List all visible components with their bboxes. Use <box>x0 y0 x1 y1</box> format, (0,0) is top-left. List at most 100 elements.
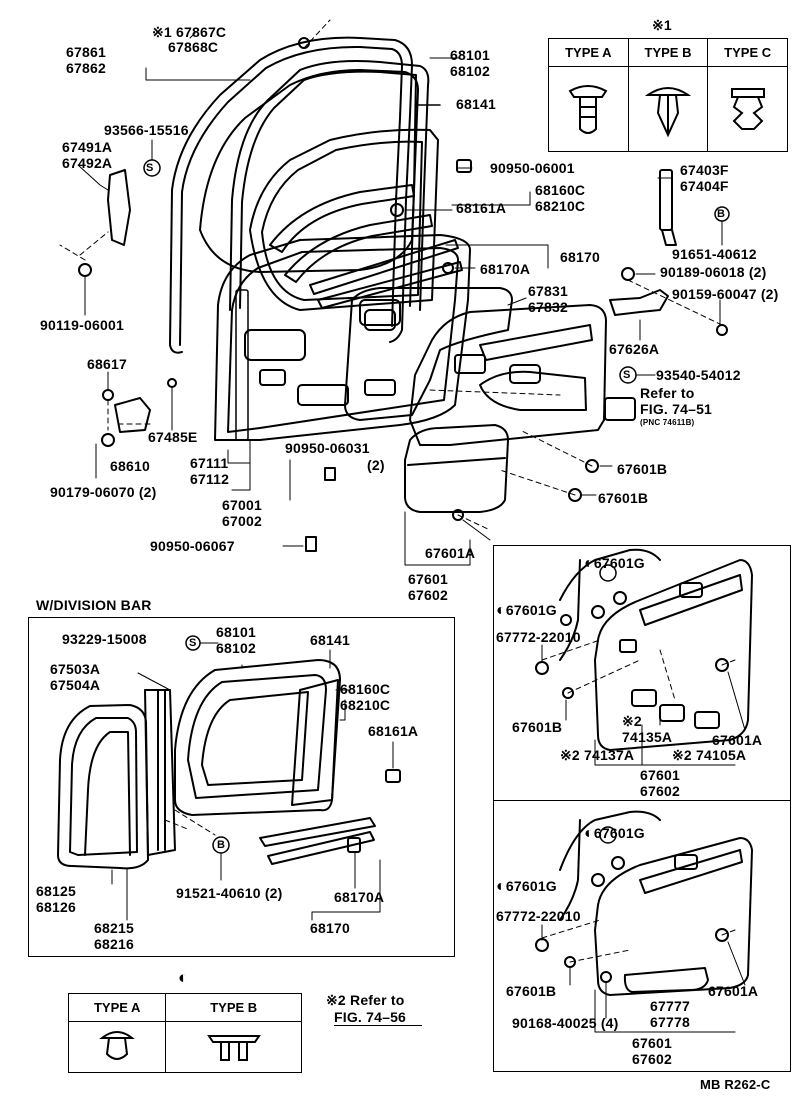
label-68610: 68610 <box>110 458 150 474</box>
label-90179: 90179-06070 (2) <box>50 484 157 500</box>
label-in1-67601g-b: ◐67601G <box>496 602 557 619</box>
label-div-68102: 68102 <box>216 640 256 656</box>
label-67492a: 67492A <box>62 155 113 171</box>
bolt-b-symbol: B <box>717 208 726 220</box>
inset-panel-2 <box>493 800 791 1072</box>
type-c-header: TYPE C <box>707 38 788 67</box>
label-68210c: 68210C <box>535 198 586 214</box>
label-68170a: 68170A <box>480 261 531 277</box>
inset2-drawing <box>535 810 753 1033</box>
division-bar-drawing <box>57 635 401 921</box>
label-90950-06001: 90950-06001 <box>490 160 575 176</box>
note-mark-1: ※1 <box>652 17 672 33</box>
label-67404f: 67404F <box>680 178 729 194</box>
label-67001: 67001 <box>222 497 262 513</box>
bottom-type-b-header: TYPE B <box>165 993 302 1022</box>
label-68101: 68101 <box>450 47 490 63</box>
type-c-clip-icon <box>707 66 788 152</box>
label-68216: 68216 <box>94 936 134 952</box>
label-68141: 68141 <box>456 96 496 112</box>
glass-run <box>229 60 430 311</box>
label-refer-7451: Refer to <box>640 385 695 401</box>
label-90950-06067: 90950-06067 <box>150 538 235 554</box>
label-div-68170a: 68170A <box>334 889 385 905</box>
label-div-68210c: 68210C <box>340 697 391 713</box>
label-67601a: 67601A <box>425 545 476 561</box>
label-90950-06031-qty: (2) <box>367 457 385 473</box>
clip-type-table-bottom: TYPE A TYPE B <box>67 993 302 1073</box>
label-90189: 90189-06018 (2) <box>660 264 767 280</box>
label-in2-67601: 67601 <box>632 1035 672 1051</box>
type-a-clip-icon <box>548 66 629 152</box>
weatherstrip-outer <box>169 36 413 346</box>
handle-bracket <box>609 289 669 316</box>
label-90119: 90119-06001 <box>40 317 124 333</box>
label-in1-67601: 67601 <box>640 767 680 783</box>
label-67601b-upper: 67601B <box>617 461 668 477</box>
door-trim-panel <box>409 304 607 446</box>
window-switch <box>604 397 636 421</box>
label-90950-06031: 90950-06031 <box>285 440 370 456</box>
label-div-68141: 68141 <box>310 632 350 648</box>
inset-panel-1 <box>493 545 791 801</box>
label-68170: 68170 <box>560 249 600 265</box>
type-a-header: TYPE A <box>548 38 629 67</box>
division-bar-title: W/DIVISION BAR <box>36 597 152 613</box>
label-67862: 67862 <box>66 60 106 76</box>
screw-s-symbol: S <box>146 162 154 174</box>
dashed-assembly-lines <box>59 19 723 531</box>
type-b-header: TYPE B <box>627 38 709 67</box>
label-in1-67772: 67772-22010 <box>496 629 581 645</box>
label-in2-67778: 67778 <box>650 1014 690 1030</box>
label-68102: 68102 <box>450 63 490 79</box>
label-pnc-74611b: (PNC 74611B) <box>640 418 695 427</box>
bottom-type-a-header: TYPE A <box>67 993 167 1022</box>
label-div-68170: 68170 <box>310 920 350 936</box>
label-67832: 67832 <box>528 299 568 315</box>
label-in2-67601b: 67601B <box>506 983 557 999</box>
label-67112: 67112 <box>190 471 230 487</box>
label-in2-67601g-b: ◐67601G <box>496 878 557 895</box>
type-b-clip-icon <box>627 66 709 152</box>
hinge <box>114 397 151 433</box>
label-93540: 93540-54012 <box>656 367 741 383</box>
label-68126: 68126 <box>36 899 76 915</box>
door-stay <box>659 169 673 231</box>
label-in2-67601a: 67601A <box>708 983 759 999</box>
bottom-type-b-clip-icon <box>165 1021 302 1073</box>
label-68161a: 68161A <box>456 200 507 216</box>
screw-s-symbol-2: S <box>623 369 631 381</box>
label-90159: 90159-60047 (2) <box>672 286 779 302</box>
label-in1-74105a: ※2 74105A <box>672 747 747 763</box>
label-67403f: 67403F <box>680 162 729 178</box>
leader-lines <box>77 32 723 566</box>
clip-type-table-top: TYPE A TYPE B TYPE C <box>548 38 788 152</box>
label-in1-74135a: 74135A <box>622 729 673 745</box>
bottom-type-a-clip-icon <box>67 1021 167 1073</box>
label-in2-67602: 67602 <box>632 1051 672 1067</box>
label-67867c: ※1 67867C <box>152 24 227 40</box>
service-cover <box>344 287 513 421</box>
inset1-drawing <box>535 548 753 766</box>
label-div-68161a: 68161A <box>368 723 419 739</box>
label-in2-90168: 90168-40025 (4) <box>512 1015 619 1031</box>
label-93566: 93566-15516 <box>104 122 189 138</box>
drawing-code: MB R262-C <box>700 1077 771 1092</box>
screw-s-symbol-3: S <box>189 637 197 649</box>
label-67868c: 67868C <box>168 39 219 55</box>
label-93229: 93229-15008 <box>62 631 147 647</box>
glass-run-lower <box>249 128 439 311</box>
label-div-68101: 68101 <box>216 624 256 640</box>
label-68160c: 68160C <box>535 182 586 198</box>
label-in1-67601a: 67601A <box>712 732 763 748</box>
label-67831: 67831 <box>528 283 568 299</box>
label-in2-67772: 67772-22010 <box>496 908 581 924</box>
label-fig-7451: FIG. 74–51 <box>640 401 713 417</box>
label-in1-67601g-a: ◐67601G <box>584 555 645 572</box>
belt-molding <box>309 239 459 295</box>
label-67002: 67002 <box>222 513 262 529</box>
label-67504a: 67504A <box>50 677 101 693</box>
label-in1-67602: 67602 <box>640 783 680 799</box>
